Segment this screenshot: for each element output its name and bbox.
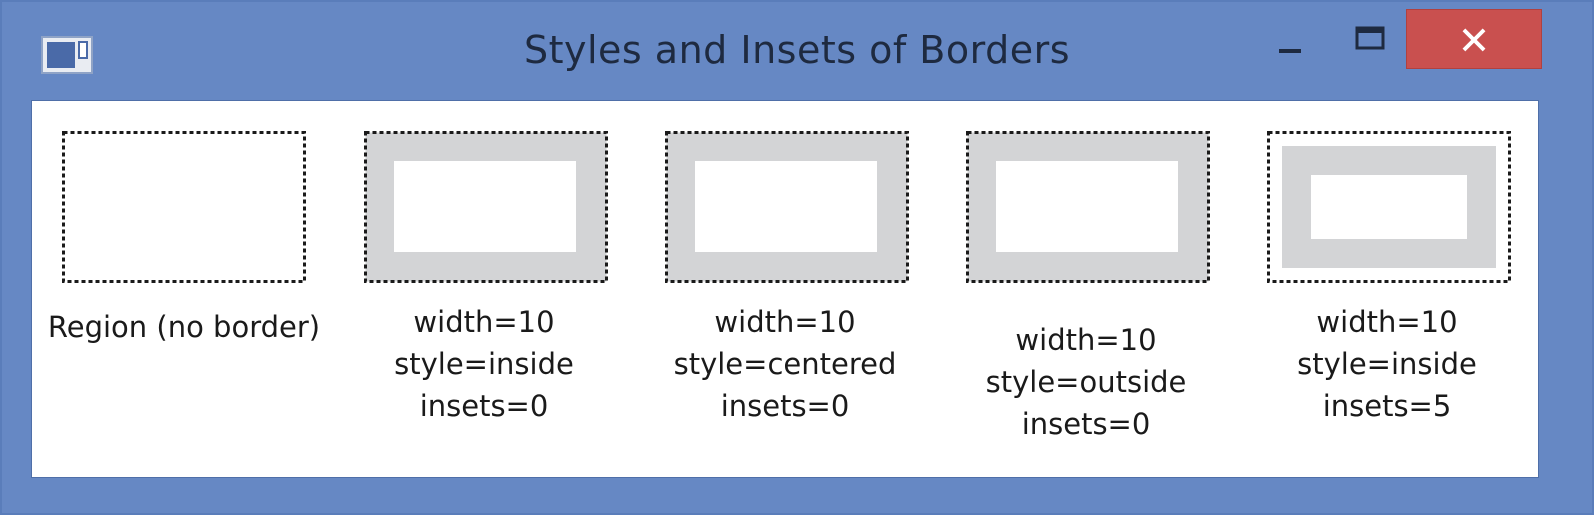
minimize-icon: [1279, 49, 1301, 53]
caption-line: width=10: [1015, 323, 1157, 357]
caption-line: Region (no border): [47, 310, 321, 344]
sample-caption: width=10 style=centered insets=0: [635, 301, 935, 427]
caption-line: insets=5: [1322, 389, 1452, 423]
caption-line: width=10: [1316, 305, 1458, 339]
bordered-region-box: [665, 131, 909, 283]
close-icon: [1462, 28, 1486, 52]
bordered-region-box: [1267, 131, 1511, 283]
client-area: Region (no border) width=10 style=inside…: [31, 100, 1539, 478]
region-box: [62, 131, 306, 283]
caption-line: insets=0: [1021, 407, 1151, 441]
caption-line: insets=0: [720, 389, 850, 423]
caption-line: width=10: [714, 305, 856, 339]
sample-caption: width=10 style=outside insets=0: [936, 319, 1236, 445]
sample-caption: Region (no border): [34, 306, 334, 348]
title-bar[interactable]: Styles and Insets of Borders: [2, 2, 1592, 100]
bordered-region-box: [966, 131, 1210, 283]
window-title: Styles and Insets of Borders: [523, 28, 1071, 72]
sample-caption: width=10 style=inside insets=5: [1237, 301, 1537, 427]
caption-line: style=inside: [394, 347, 574, 381]
caption-line: width=10: [413, 305, 555, 339]
caption-line: style=centered: [673, 347, 897, 381]
close-button[interactable]: [1406, 9, 1542, 69]
bordered-region-box: [364, 131, 608, 283]
maximize-icon: [1355, 26, 1385, 50]
minimize-button[interactable]: [1265, 20, 1315, 66]
maximize-button[interactable]: [1342, 20, 1398, 66]
caption-line: style=outside: [985, 365, 1187, 399]
sample-caption: width=10 style=inside insets=0: [334, 301, 634, 427]
caption-line: insets=0: [419, 389, 549, 423]
app-icon[interactable]: [41, 36, 93, 74]
caption-line: style=inside: [1297, 347, 1477, 381]
